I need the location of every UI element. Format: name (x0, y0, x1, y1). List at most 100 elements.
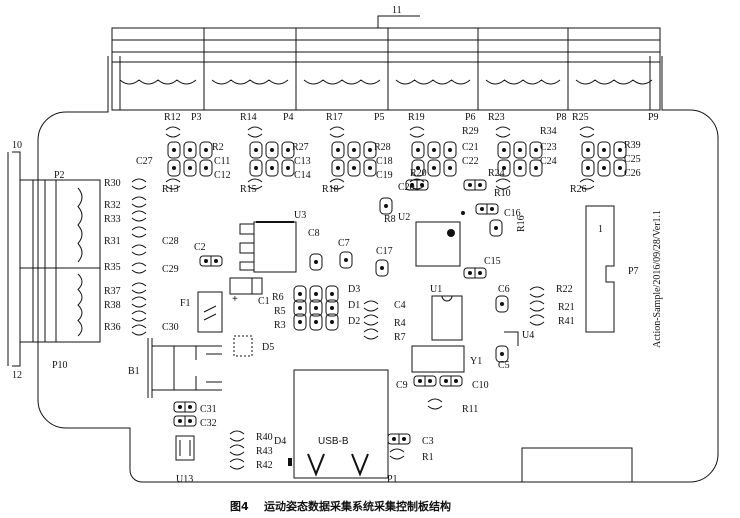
label-usb-b: USB-B (318, 436, 349, 447)
label-r8: R8 (384, 214, 396, 225)
resistor-footprint-left-1 (131, 196, 147, 208)
cap-footprint-c2 (199, 255, 223, 267)
label-c13: C13 (294, 156, 311, 167)
label-r27: R27 (292, 142, 309, 153)
label-c14: C14 (294, 170, 311, 181)
top-terminal-block (111, 27, 661, 111)
label-c16: C16 (504, 208, 521, 219)
resistor-footprint-r-mid-1 (293, 299, 307, 317)
label-p10: P10 (52, 360, 68, 371)
diode-footprint-e-1 (325, 299, 339, 317)
label-r36: R36 (104, 322, 121, 333)
label-r12: R12 (164, 112, 181, 123)
cap-footprint-c8-pad (309, 253, 323, 271)
label-c19: C19 (376, 170, 393, 181)
cap-footprint-c17 (375, 259, 389, 277)
label-u3: U3 (294, 210, 306, 221)
label-c26: C26 (624, 168, 641, 179)
resistor-footprint-r1 (389, 448, 405, 460)
u2-chip (415, 211, 465, 267)
callout-12: 12 (12, 370, 22, 381)
label-p7-pin1: 1 (598, 224, 603, 235)
label-r16: R16 (516, 215, 527, 232)
left-terminal-block (19, 179, 101, 343)
label-c27: C27 (136, 156, 153, 167)
y1-crystal (411, 345, 465, 373)
cap-footprint-c7 (339, 251, 353, 269)
resistor-footprint-left-6 (131, 282, 147, 294)
diode-footprint-d-2 (309, 313, 323, 331)
label-r22: R22 (556, 284, 573, 295)
label-r38: R38 (104, 300, 121, 311)
label-r2: R2 (212, 142, 224, 153)
resistor-footprint-left-4 (131, 244, 147, 256)
resistor-footprint-left-2 (131, 210, 147, 222)
label-p5: P5 (374, 112, 385, 123)
cap-footprint-c6 (495, 295, 509, 313)
cap-footprint-p6-c (443, 141, 457, 159)
cap-footprint-c32 (173, 415, 197, 427)
resistor-footprint-p9-top (579, 126, 595, 138)
cap-footprint-p3-a (167, 141, 181, 159)
label-r37: R37 (104, 286, 121, 297)
label-d5: D5 (262, 342, 274, 353)
resistor-footprint-r2x-0 (529, 286, 545, 298)
callout-10: 10 (12, 140, 22, 151)
cap-footprint-c31 (173, 401, 197, 413)
resistor-footprint-left-9 (131, 324, 147, 336)
electrolytic-cap: + (229, 277, 263, 305)
label-r31: R31 (104, 236, 121, 247)
cap-footprint-p4-a (249, 141, 263, 159)
lower-right-header (521, 447, 633, 483)
label-c32: C32 (200, 418, 217, 429)
label-c23: C23 (540, 142, 557, 153)
cap-footprint-p3-f (199, 159, 213, 177)
label-c24: C24 (540, 156, 557, 167)
label-c20: C20 (398, 182, 415, 193)
cap-footprint-p3-d (167, 159, 181, 177)
cap-footprint-p4-d (249, 159, 263, 177)
label-c17: C17 (376, 246, 393, 257)
resistor-footprint-p8-bottom (495, 178, 511, 190)
cap-footprint-c15 (463, 267, 487, 279)
label-c11: C11 (214, 156, 230, 167)
cap-footprint-p6-f (443, 159, 457, 177)
label-r17: R17 (326, 112, 343, 123)
label-r14: R14 (240, 112, 257, 123)
cap-footprint-p5-e (347, 159, 361, 177)
label-d4: D4 (274, 436, 286, 447)
label-c3: C3 (422, 436, 434, 447)
label-f1: F1 (180, 298, 191, 309)
label-c21: C21 (462, 142, 479, 153)
label-c22: C22 (462, 156, 479, 167)
cap-footprint-r10 (463, 179, 487, 191)
label-p8: P8 (556, 112, 567, 123)
label-c5: C5 (498, 360, 510, 371)
label-u1: U1 (430, 284, 442, 295)
label-c10: C10 (472, 380, 489, 391)
u13-module (175, 435, 195, 461)
label-y1: Y1 (470, 356, 482, 367)
label-c30: C30 (162, 322, 179, 333)
d5-diode (233, 335, 253, 357)
diode-footprint-d-0 (309, 285, 323, 303)
label-p7: P7 (628, 266, 639, 277)
resistor-footprint-p3-top (165, 126, 181, 138)
label-u13: U13 (176, 474, 193, 485)
label-u4: U4 (522, 330, 534, 341)
cap-footprint-p5-f (363, 159, 377, 177)
label-r42: R42 (256, 460, 273, 471)
cap-footprint-p8-a (497, 141, 511, 159)
resistor-footprint-r4x-1 (229, 444, 245, 456)
resistor-footprint-r8 (379, 197, 393, 215)
label-r7: R7 (394, 332, 406, 343)
cap-footprint-p6-a (411, 141, 425, 159)
figure-caption: 图4 运动姿态数据采集系统采集控制板结构 (230, 499, 451, 513)
resistor-footprint-left-0 (131, 178, 147, 190)
label-r35: R35 (104, 262, 121, 273)
u1-chip (431, 295, 463, 341)
resistor-footprint-p6-top (409, 126, 425, 138)
label-r41: R41 (558, 316, 575, 327)
label-p4: P4 (283, 112, 294, 123)
cap-footprint-c10 (439, 375, 463, 387)
